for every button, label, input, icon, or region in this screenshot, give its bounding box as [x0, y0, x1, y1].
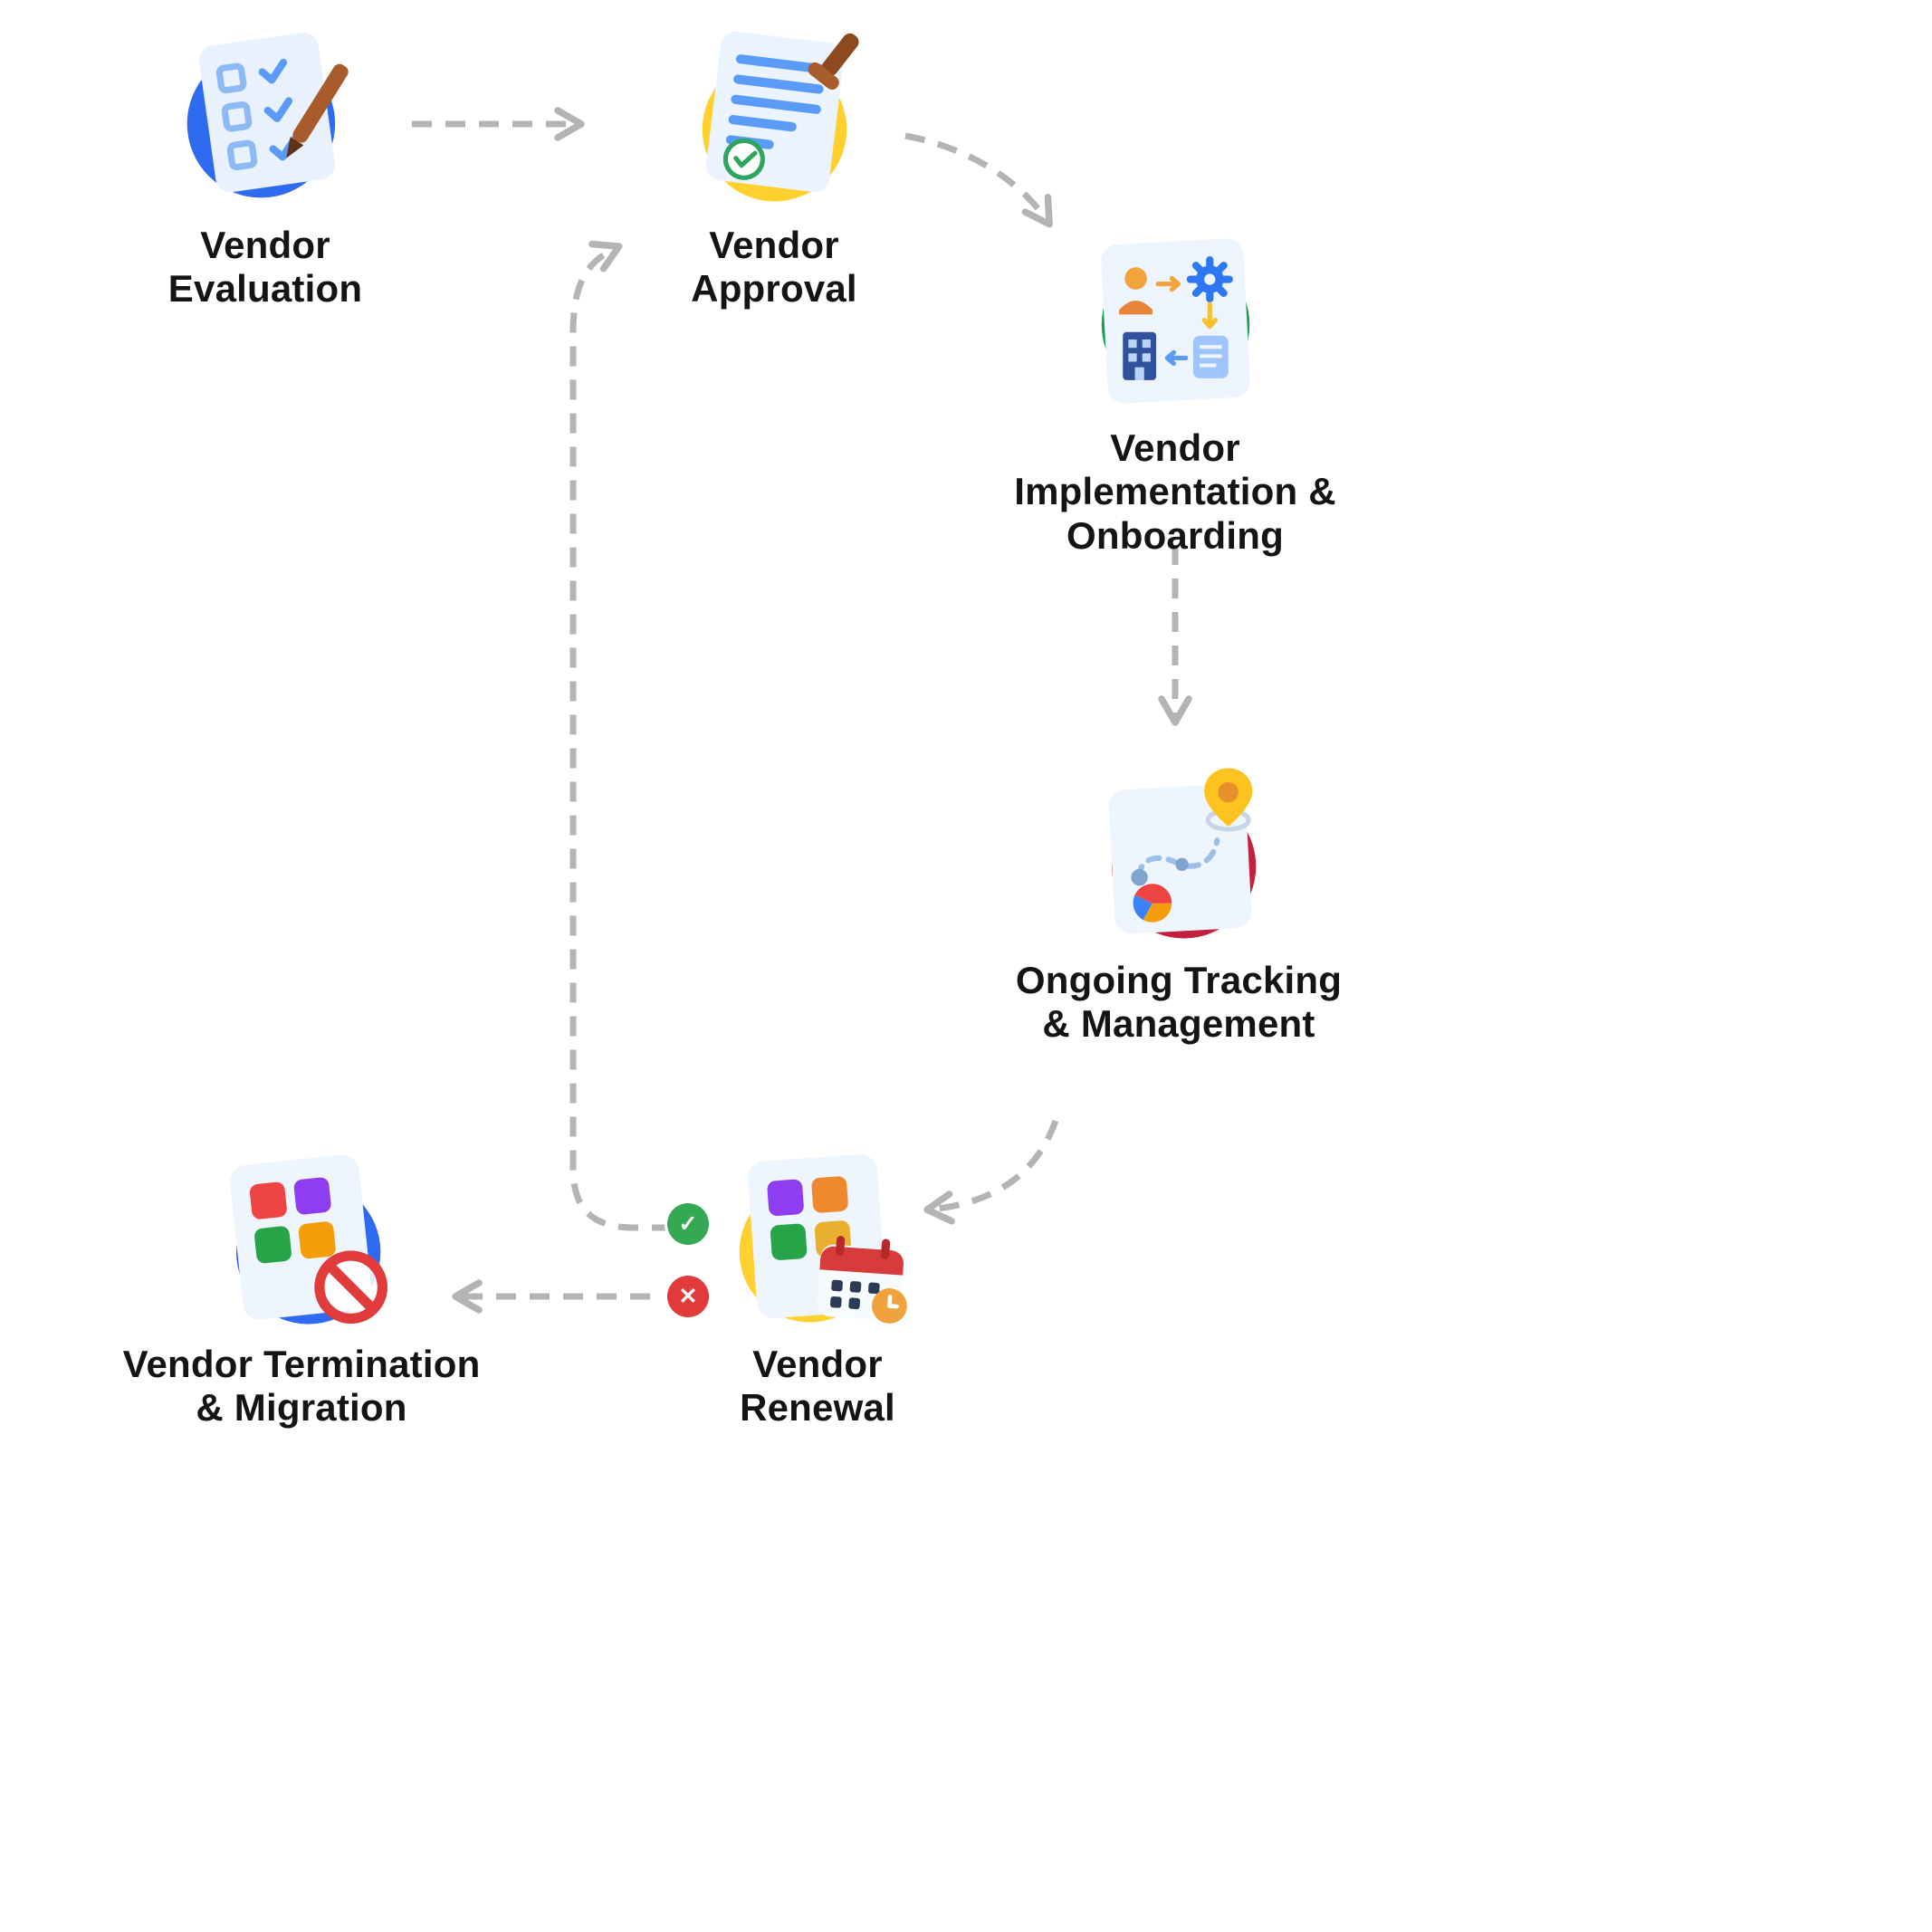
node-ongoing-tracking-management: Ongoing Tracking & Management	[943, 759, 1414, 1047]
node-label-ongoing-tracking-management: Ongoing Tracking & Management	[1015, 959, 1343, 1046]
node-vendor-evaluation: Vendor Evaluation	[30, 24, 501, 311]
node-vendor-implementation-onboarding: Vendor Implementation & Onboarding	[940, 226, 1411, 558]
blocked-apps-icon	[196, 1143, 408, 1328]
node-label-vendor-evaluation: Vendor Evaluation	[167, 224, 363, 311]
approve-badge: ✓	[667, 1203, 709, 1245]
calendar-renewal-icon	[712, 1143, 924, 1328]
node-vendor-termination-migration: Vendor Termination & Migration	[66, 1143, 537, 1430]
route-tracking-icon	[1073, 759, 1286, 944]
process-setup-icon	[1069, 226, 1282, 412]
reject-badge: ✕	[667, 1276, 709, 1317]
node-label-vendor-approval: Vendor Approval	[691, 224, 857, 311]
approved-document-icon	[668, 24, 881, 209]
arrow-renewal-approved-to-approval	[569, 240, 672, 1231]
arrow-approval-to-implementation	[904, 132, 1053, 228]
node-vendor-approval: Vendor Approval	[539, 24, 1009, 311]
node-label-vendor-renewal: Vendor Renewal	[740, 1343, 895, 1430]
node-label-vendor-implementation-onboarding: Vendor Implementation & Onboarding	[1014, 426, 1336, 557]
checklist-icon	[159, 24, 372, 209]
node-vendor-renewal: Vendor Renewal	[582, 1143, 1053, 1430]
prohibition-icon	[313, 1250, 387, 1325]
arrow-tracking-to-renewal	[923, 1119, 1059, 1225]
node-label-vendor-termination-migration: Vendor Termination & Migration	[122, 1343, 481, 1430]
